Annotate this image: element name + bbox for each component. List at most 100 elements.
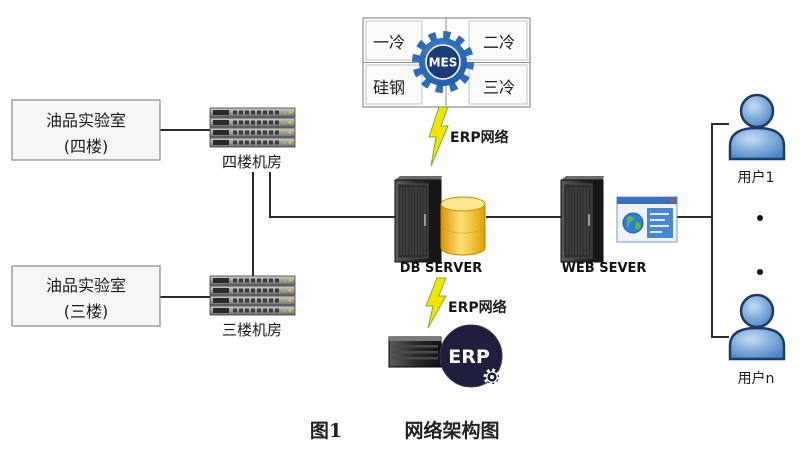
switch-port	[263, 308, 267, 313]
browser-window-icon	[616, 196, 678, 243]
user-icon	[728, 293, 786, 361]
erp-badge-circle	[439, 324, 503, 388]
database-body	[440, 203, 486, 256]
switch-port	[257, 288, 261, 293]
lab-name: 油品实验室	[46, 276, 126, 295]
server-rack-icon	[560, 176, 604, 263]
mes-cell-bottom-right	[468, 64, 528, 105]
switch-unit-panel	[213, 130, 229, 135]
erp-server-bezel-line	[392, 351, 438, 354]
mes-gear-icon: MES	[412, 31, 474, 93]
erp-network-label-lower: ERP网络	[448, 299, 507, 316]
erp-server-bezel-line	[392, 345, 438, 348]
mes-gear-teeth	[412, 31, 474, 93]
rack-handle	[588, 214, 590, 226]
switch-port	[275, 278, 279, 283]
ellipsis-dot	[757, 269, 763, 275]
switch-port	[275, 140, 279, 145]
switch-unit	[209, 295, 296, 306]
switch-port	[233, 278, 237, 283]
erp-badge-label: ERP	[448, 346, 490, 368]
user-body	[728, 126, 786, 161]
switch-status-light	[283, 309, 287, 312]
globe-icon	[622, 212, 644, 234]
switch-status-light	[288, 131, 292, 134]
web-server: WEB SEVER	[560, 176, 678, 276]
browser-window-dot	[670, 198, 674, 203]
switch-port	[269, 120, 273, 125]
switch-unit	[209, 275, 296, 286]
switch-unit	[209, 117, 296, 128]
switch-status-light	[283, 279, 287, 282]
switch-port	[239, 110, 243, 115]
erp-network-label-upper: ERP网络	[450, 129, 509, 146]
server-room-label: 四楼机房	[222, 153, 282, 171]
switch-port	[245, 130, 249, 135]
mes-cell-label-bottom-left: 硅钢	[373, 78, 405, 97]
user-head	[739, 93, 775, 129]
mes-cell-label-top-right: 二冷	[483, 33, 515, 52]
database-ring	[440, 225, 486, 234]
switch-port	[239, 120, 243, 125]
switch-port	[233, 110, 237, 115]
browser-content-line	[650, 219, 665, 221]
switch-port	[239, 130, 243, 135]
rack-door	[563, 183, 593, 259]
mes-cell-bottom-left	[365, 64, 423, 105]
switch-port	[263, 110, 267, 115]
mes-label: MES	[429, 56, 458, 70]
switch-port	[275, 298, 279, 303]
erp-network-link-lower: ERP网络	[425, 277, 507, 329]
switch-port	[245, 278, 249, 283]
mes-cell-label-bottom-right: 三冷	[483, 78, 515, 97]
switch-port	[239, 298, 243, 303]
switch-icon	[209, 107, 296, 148]
server-room-4th-floor: 四楼机房	[209, 107, 296, 171]
switch-icon	[209, 275, 296, 316]
switch-status-light	[283, 131, 287, 134]
erp-server-top-edge	[389, 337, 441, 341]
switch-port	[251, 140, 255, 145]
switch-port	[257, 120, 261, 125]
switch-port	[233, 308, 237, 313]
mes-cell-top-left	[365, 20, 423, 61]
switch-port	[251, 120, 255, 125]
mes-system-box: 一冷 二冷 硅钢 三冷 MES	[362, 17, 531, 108]
switch-port	[245, 288, 249, 293]
rack-top	[395, 176, 442, 180]
user-n: 用户n	[728, 293, 786, 387]
switch-port	[263, 288, 267, 293]
switch-status-light	[283, 111, 287, 114]
switch-port	[239, 278, 243, 283]
erp-gear-icon	[483, 368, 501, 386]
link-room4-to-db-server	[269, 172, 395, 218]
switch-unit	[209, 137, 296, 148]
switch-port	[275, 308, 279, 313]
switch-port	[269, 308, 273, 313]
browser-title-bar	[617, 197, 677, 204]
switch-port	[245, 298, 249, 303]
switch-port	[251, 110, 255, 115]
browser-content-line	[650, 225, 669, 227]
rack-door-vents	[400, 187, 426, 255]
switch-port	[263, 278, 267, 283]
figure-caption: 图1 网络架构图	[310, 419, 500, 442]
rack-side-panel	[593, 180, 603, 262]
lab-4th-floor: 油品实验室 (四楼)	[11, 99, 161, 161]
switch-port	[269, 288, 273, 293]
switch-port	[257, 298, 261, 303]
switch-port	[257, 140, 261, 145]
erp-server-icon	[388, 336, 442, 368]
switch-status-light	[288, 141, 292, 144]
switch-port	[233, 120, 237, 125]
switch-status-light	[283, 299, 287, 302]
switch-unit	[209, 127, 296, 138]
web-server-label: WEB SEVER	[562, 261, 647, 276]
switch-port	[251, 308, 255, 313]
switch-unit-panel	[213, 140, 229, 145]
user-label: 用户n	[738, 370, 775, 387]
server-rack-icon	[394, 176, 442, 263]
figure-title: 网络架构图	[404, 419, 499, 442]
user-1: 用户1	[728, 93, 786, 186]
switch-unit-panel	[213, 278, 229, 283]
